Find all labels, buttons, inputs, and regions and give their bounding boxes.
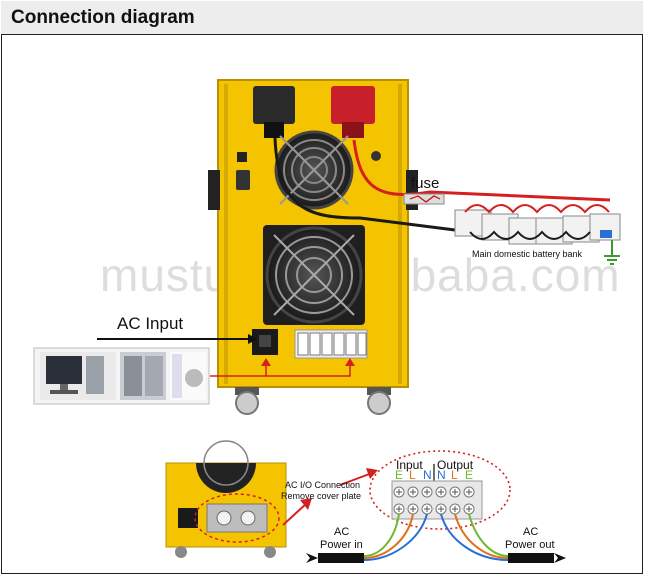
ac-input-label: AC Input	[117, 314, 184, 333]
terminal-letter-l: L	[451, 468, 458, 482]
power-in-label: Power in	[320, 539, 363, 551]
terminal-block	[391, 480, 483, 520]
air-conditioner-icon	[170, 352, 206, 400]
terminal-letter-l: L	[409, 468, 416, 482]
battery-icon	[454, 204, 621, 245]
inverter-unit	[208, 79, 418, 415]
page-title: Connection diagram	[11, 7, 195, 28]
remove-cover-label: Remove cover plate	[281, 491, 362, 501]
power-out-label: Power out	[505, 539, 555, 551]
ac-power-out-label: AC	[523, 526, 539, 538]
ground-icon	[604, 240, 620, 265]
terminal-letter-n: N	[437, 468, 446, 482]
computer-icon	[40, 352, 116, 400]
caster-wheel-icon	[235, 387, 391, 415]
fuse	[403, 193, 445, 205]
input-label: Input	[396, 458, 423, 472]
fan-grille-icon	[274, 130, 354, 210]
terminal-letter-n: N	[423, 468, 432, 482]
terminal-letter-e: E	[465, 468, 474, 482]
fan-grille-icon	[263, 225, 365, 325]
load-devices	[33, 347, 210, 405]
server-cabinet-icon	[120, 352, 166, 400]
inverter-closeup	[165, 440, 287, 558]
ac-power-in-label: AC	[334, 526, 350, 538]
output-label: Output	[437, 458, 474, 472]
terminal-letter-e: E	[395, 468, 404, 482]
battery-bank-label: Main domestic battery bank	[472, 249, 583, 259]
header-bar: Connection diagram	[1, 1, 643, 35]
io-connection-label: AC I/O Connection	[285, 480, 361, 490]
fuse-label: fuse	[411, 175, 440, 192]
